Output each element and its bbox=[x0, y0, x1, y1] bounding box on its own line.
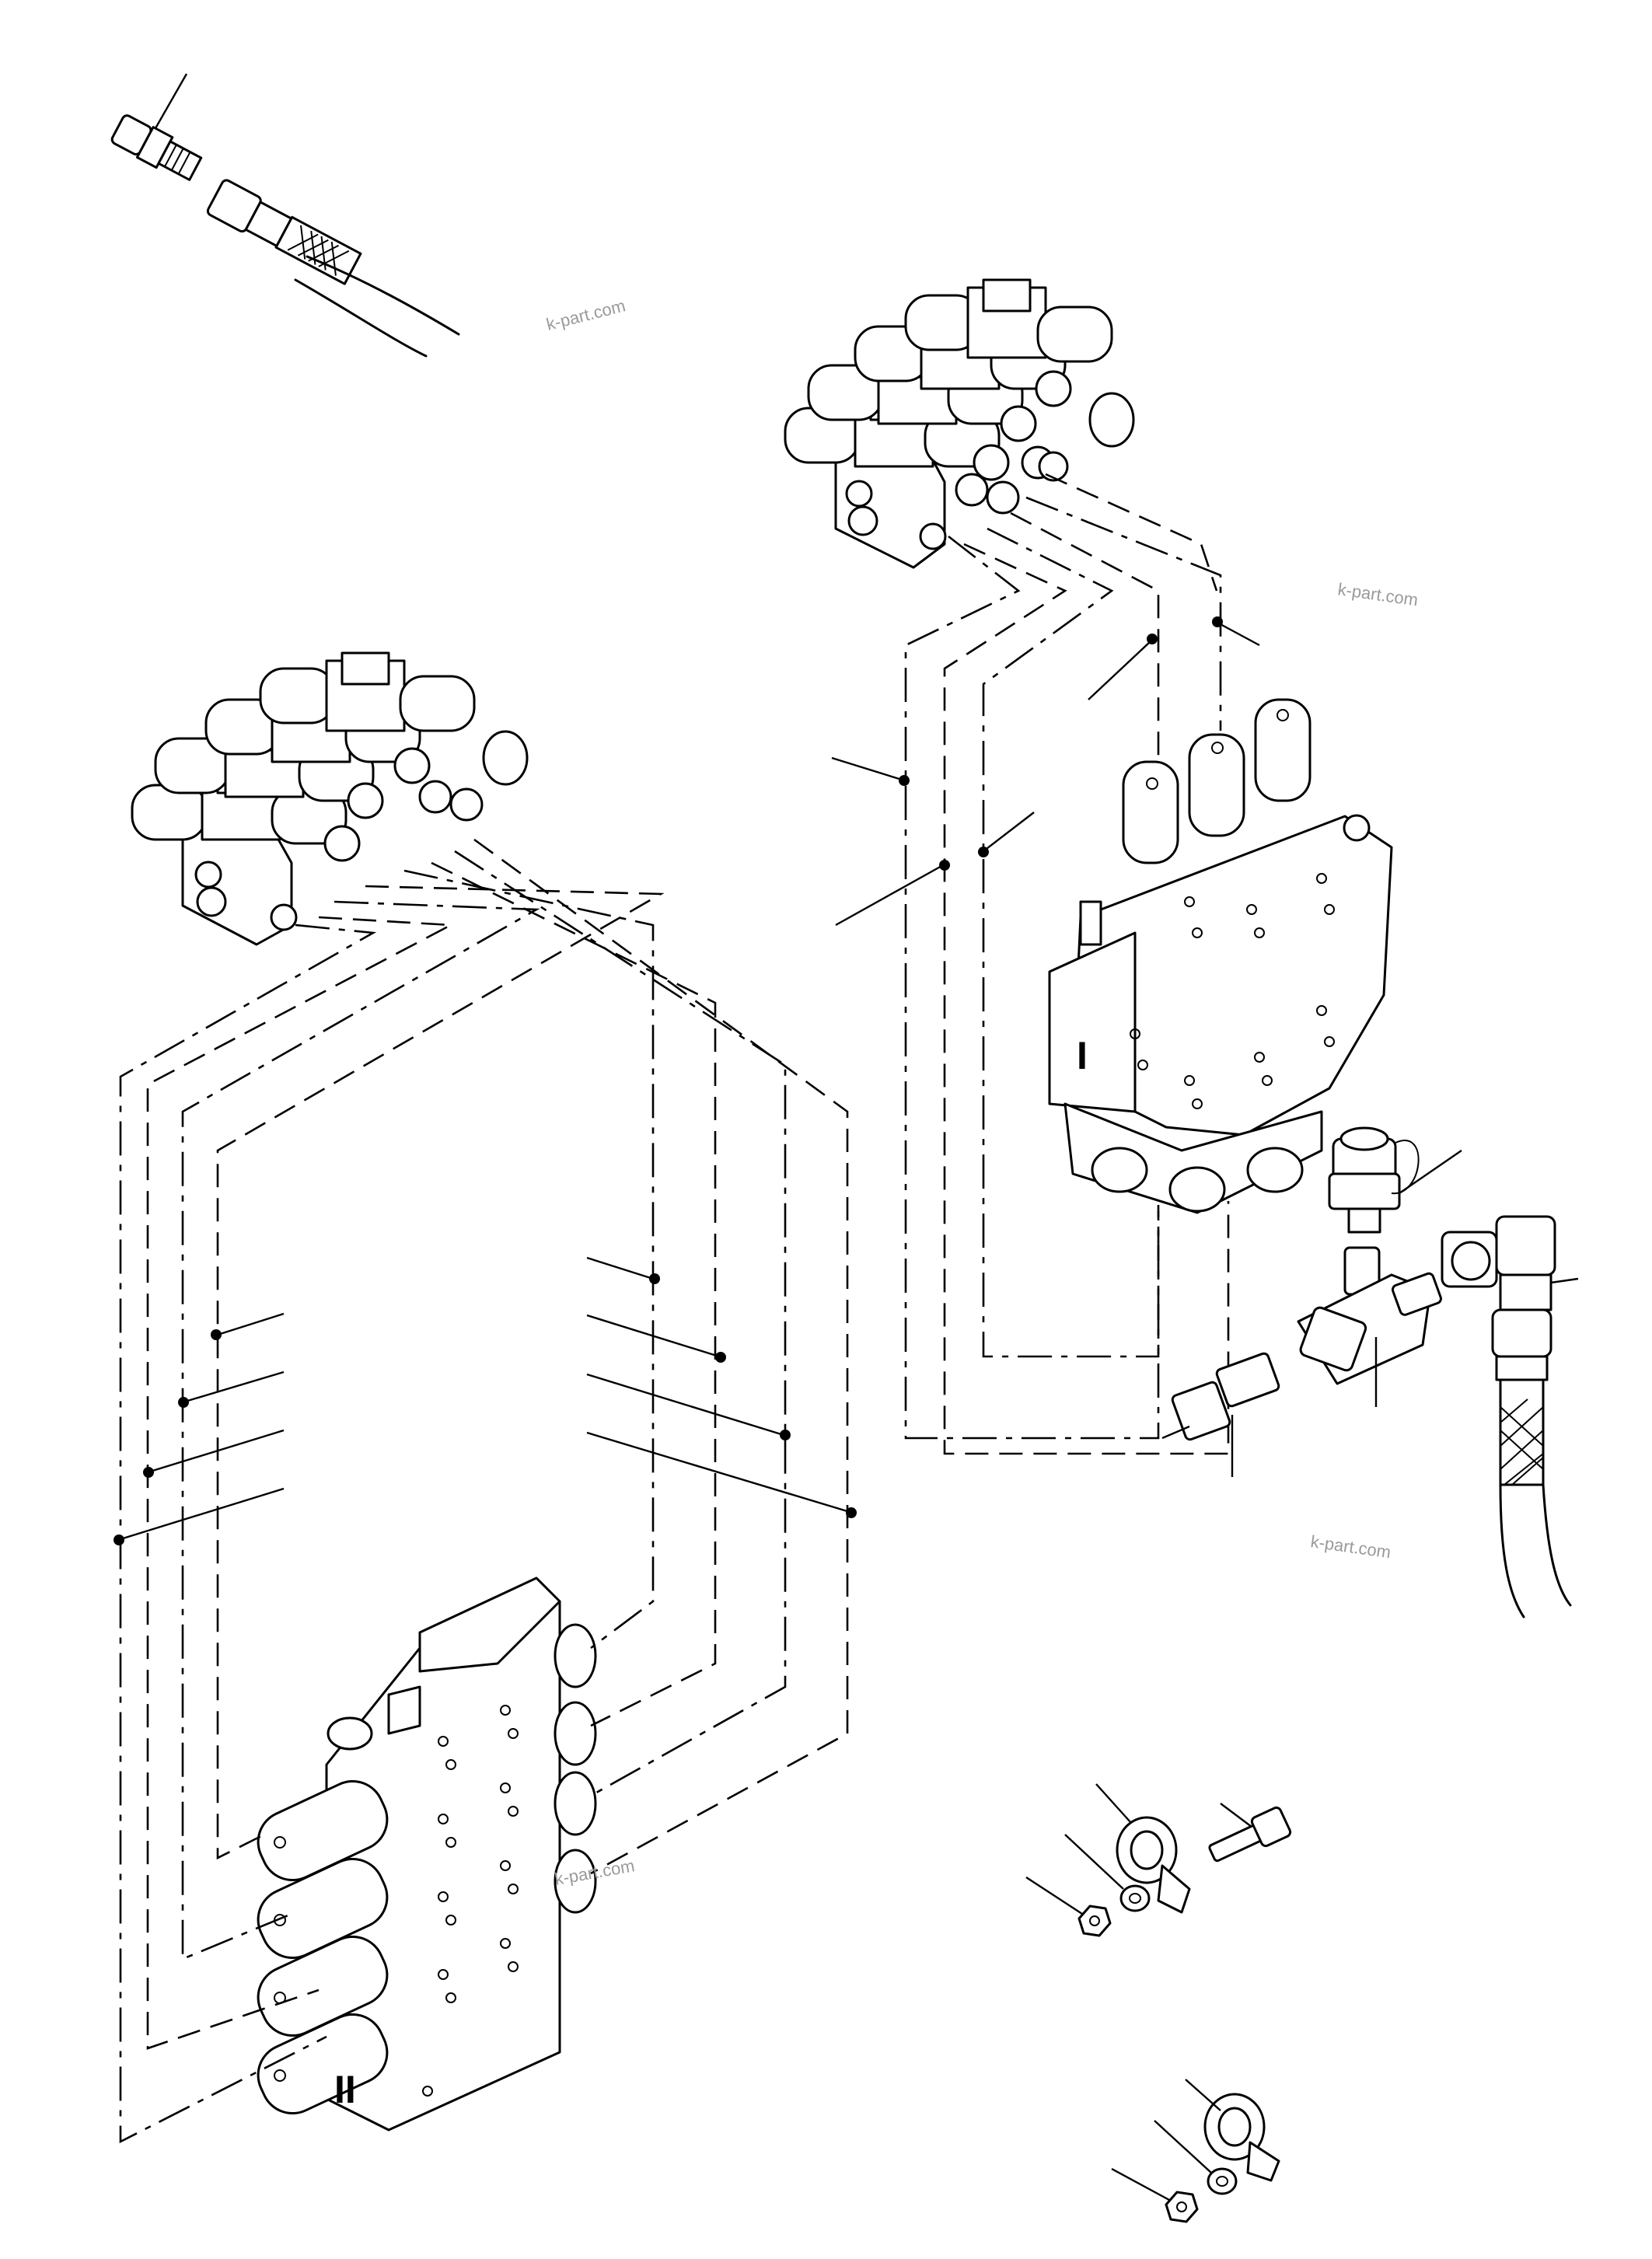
control-valve-block-icon: I bbox=[1048, 698, 1393, 1214]
washer-icon bbox=[1064, 1834, 1151, 1912]
washer-icon bbox=[1154, 2120, 1238, 2195]
solenoid-valve-icon bbox=[784, 278, 1135, 569]
bolt-icon bbox=[1208, 1803, 1292, 1863]
nut-icon bbox=[1111, 2167, 1199, 2223]
pilot-line-group bbox=[119, 838, 849, 2144]
watermark: k-part.com bbox=[1336, 579, 1419, 609]
watermark: k-part.com bbox=[1309, 1531, 1392, 1562]
control-valve-block-icon: II bbox=[257, 1576, 597, 2132]
solenoid-valve-icon bbox=[131, 651, 529, 946]
valve-block-label: I bbox=[1077, 1034, 1088, 1077]
nut-icon bbox=[1025, 1876, 1112, 1937]
watermark: k-part.com bbox=[544, 295, 627, 333]
pilot-line-group bbox=[904, 473, 1230, 1455]
hose-clamp-icon bbox=[1095, 1783, 1191, 1914]
callout-leaders bbox=[114, 616, 1260, 1545]
fitting-icon bbox=[1161, 1126, 1579, 1477]
valve-block-label: II bbox=[334, 2068, 356, 2111]
hose-clamp-icon bbox=[1185, 2079, 1280, 2182]
hose-icon bbox=[110, 73, 460, 358]
hose-icon bbox=[1491, 1308, 1572, 1618]
